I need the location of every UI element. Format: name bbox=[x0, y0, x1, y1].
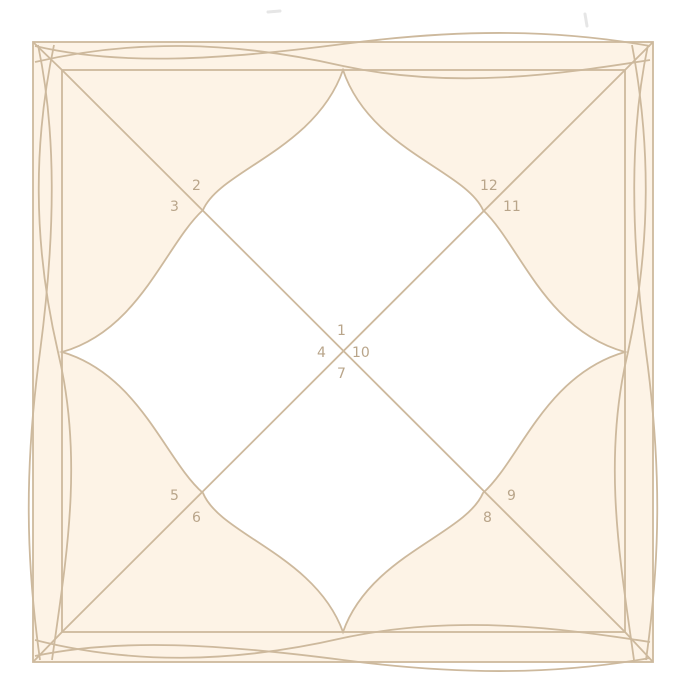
house-number-5: 5 bbox=[170, 488, 179, 504]
top-edge-marks bbox=[266, 9, 589, 28]
house-number-11: 11 bbox=[503, 199, 521, 215]
house-number-9: 9 bbox=[507, 488, 516, 504]
house-number-7: 7 bbox=[337, 366, 346, 382]
house-number-3: 3 bbox=[170, 199, 179, 215]
lotus-border bbox=[58, 67, 629, 635]
house-number-12: 12 bbox=[480, 178, 498, 194]
house-number-6: 6 bbox=[192, 510, 201, 526]
house-number-10: 10 bbox=[352, 345, 370, 361]
diagonal-anti bbox=[61, 69, 626, 633]
house-numbers: 1 2 3 4 5 6 7 8 9 10 11 12 bbox=[170, 178, 521, 526]
house-number-4: 4 bbox=[317, 345, 326, 361]
chart-lines bbox=[27, 32, 659, 672]
house-number-2: 2 bbox=[192, 178, 201, 194]
house-number-1: 1 bbox=[337, 323, 346, 339]
outer-square bbox=[32, 41, 654, 663]
house-number-8: 8 bbox=[483, 510, 492, 526]
